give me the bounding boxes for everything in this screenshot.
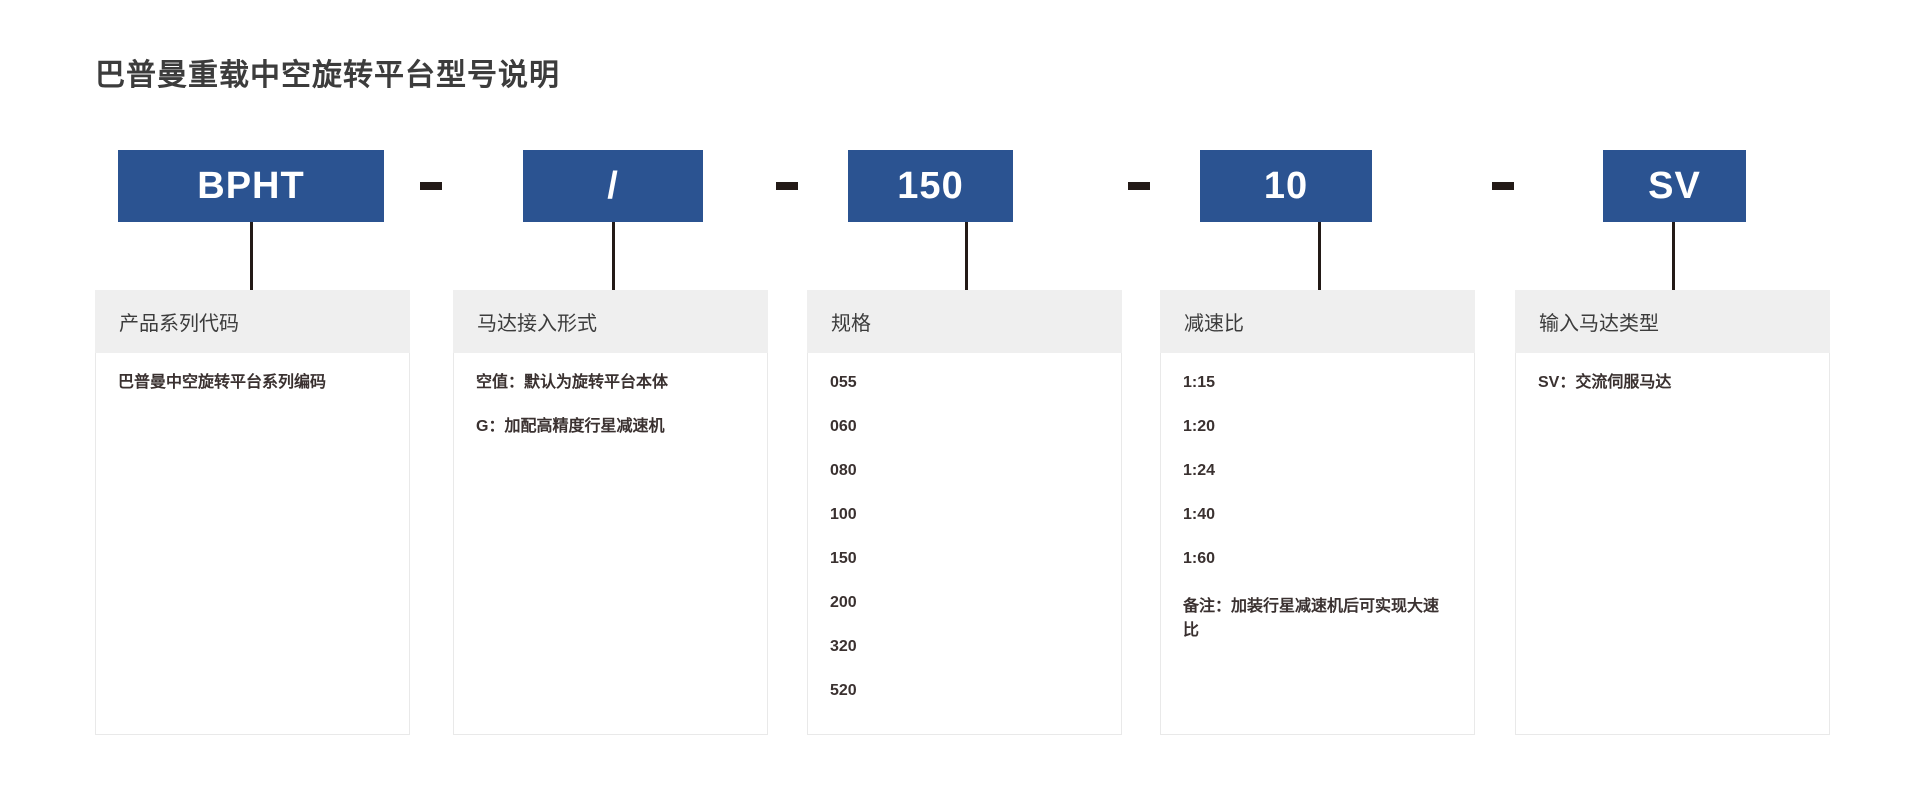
panel-item: G：加配高精度行星减速机	[476, 418, 665, 435]
separator-dash-2	[776, 182, 798, 190]
panel-body-size: 055 060 080 100 150 200 320 520	[807, 353, 1122, 735]
code-chip-ratio: 10	[1200, 150, 1372, 222]
panel-motor-type: 输入马达类型 SV：交流伺服马达	[1515, 290, 1830, 735]
panel-body-ratio: 1:15 1:20 1:24 1:40 1:60 备注：加装行星减速机后可实现大…	[1160, 353, 1475, 735]
connector-line-motor-type	[1672, 222, 1675, 290]
code-chip-motor-type: SV	[1603, 150, 1746, 222]
panel-header-ratio: 减速比	[1160, 290, 1475, 353]
separator-dash-4	[1492, 182, 1514, 190]
code-chip-motor-mount: /	[523, 150, 703, 222]
panel-item: 150	[830, 550, 857, 567]
panel-item: 060	[830, 418, 857, 435]
panel-motor-mount: 马达接入形式 空值：默认为旋转平台本体 G：加配高精度行星减速机	[453, 290, 768, 735]
panel-item: 1:40	[1183, 506, 1216, 523]
panel-header-motor-type: 输入马达类型	[1515, 290, 1830, 353]
panel-item: 1:24	[1183, 462, 1216, 479]
panel-body-motor-mount: 空值：默认为旋转平台本体 G：加配高精度行星减速机	[453, 353, 768, 735]
panel-ratio: 减速比 1:15 1:20 1:24 1:40 1:60 备注：加装行星减速机后…	[1160, 290, 1475, 735]
code-chip-series: BPHT	[118, 150, 384, 222]
panel-header-size: 规格	[807, 290, 1122, 353]
panel-item: 1:15	[1183, 374, 1216, 391]
panel-series: 产品系列代码 巴普曼中空旋转平台系列编码	[95, 290, 410, 735]
model-code-chip-row: BPHT / 150 10 SV	[0, 150, 1920, 225]
connector-line-motor-mount	[612, 222, 615, 290]
panel-note: 备注：加装行星减速机后可实现大速比	[1183, 598, 1440, 639]
panel-item: 巴普曼中空旋转平台系列编码	[118, 374, 327, 391]
panel-item: 1:60	[1183, 550, 1216, 567]
panel-item: 1:20	[1183, 418, 1216, 435]
panel-body-motor-type: SV：交流伺服马达	[1515, 353, 1830, 735]
page-title: 巴普曼重载中空旋转平台型号说明	[95, 59, 560, 92]
panel-item: 320	[830, 638, 857, 655]
panel-header-motor-mount: 马达接入形式	[453, 290, 768, 353]
panel-item: 200	[830, 594, 857, 611]
connector-line-ratio	[1318, 222, 1321, 290]
code-chip-size: 150	[848, 150, 1013, 222]
separator-dash-1	[420, 182, 442, 190]
panel-body-series: 巴普曼中空旋转平台系列编码	[95, 353, 410, 735]
panel-item: SV：交流伺服马达	[1538, 374, 1672, 391]
connector-line-series	[250, 222, 253, 290]
panel-item: 空值：默认为旋转平台本体	[476, 374, 669, 391]
panel-item: 055	[830, 374, 857, 391]
panel-item: 100	[830, 506, 857, 523]
separator-dash-3	[1128, 182, 1150, 190]
panel-item: 520	[830, 682, 857, 699]
connector-line-size	[965, 222, 968, 290]
panel-size: 规格 055 060 080 100 150 200 320 520	[807, 290, 1122, 735]
panel-item: 080	[830, 462, 857, 479]
panel-header-series: 产品系列代码	[95, 290, 410, 353]
